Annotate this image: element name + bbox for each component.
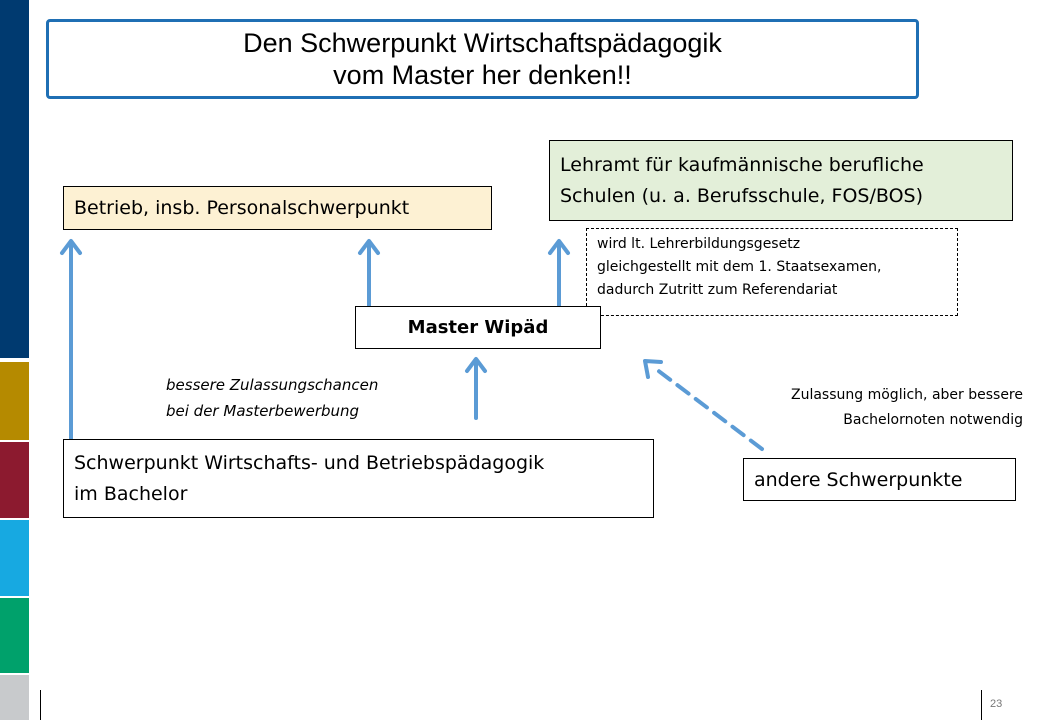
title-line-1: Den Schwerpunkt Wirtschaftspädagogik (243, 28, 722, 58)
node-lehramt-line-2: Schulen (u. a. Berufsschule, FOS/BOS) (560, 184, 924, 207)
note-gleichgestellt-line-3: dadurch Zutritt zum Referendariat (597, 282, 838, 298)
arrow-master-to-betrieb (358, 239, 380, 308)
stripe-green (0, 598, 29, 673)
node-bachelor: Schwerpunkt Wirtschafts- und Betriebspäd… (63, 439, 654, 518)
footer-right-line (981, 690, 982, 720)
note-zulassungschancen-line-1: bessere Zulassungschancen (166, 376, 379, 394)
title-line-2: vom Master her denken!! (333, 60, 632, 90)
note-andere-zulassung: Zulassung möglich, aber bessere Bachelor… (720, 383, 1023, 433)
note-zulassungschancen-line-2: bei der Masterbewerbung (166, 402, 360, 420)
arrow-master-to-lehramt (548, 239, 570, 308)
arrow-bachelor-to-betrieb (60, 239, 82, 442)
note-andere-zulassung-line-1: Zulassung möglich, aber bessere (791, 387, 1023, 403)
note-gleichgestellt: wird lt. Lehrerbildungsgesetz gleichgest… (586, 228, 958, 316)
arrow-bachelor-to-master (465, 357, 487, 420)
note-gleichgestellt-line-1: wird lt. Lehrerbildungsgesetz (597, 236, 801, 252)
stripe-maroon (0, 442, 29, 518)
node-master-label: Master Wipäd (407, 317, 549, 338)
stripe-navy (0, 0, 29, 358)
arrow-andere-to-master (643, 359, 764, 451)
node-betrieb-label: Betrieb, insb. Personalschwerpunkt (74, 197, 410, 219)
node-betrieb: Betrieb, insb. Personalschwerpunkt (63, 186, 492, 230)
footer-left-line (40, 690, 41, 720)
node-bachelor-line-2: im Bachelor (74, 482, 188, 505)
slide-title: Den Schwerpunkt Wirtschaftspädagogik vom… (46, 19, 919, 99)
node-master: Master Wipäd (355, 306, 601, 349)
page-number: 23 (990, 698, 1003, 710)
node-lehramt: Lehramt für kaufmännische berufliche Sch… (549, 140, 1013, 221)
stripe-gold (0, 362, 29, 440)
node-andere-label: andere Schwerpunkte (754, 468, 963, 491)
node-andere: andere Schwerpunkte (743, 458, 1016, 501)
node-bachelor-line-1: Schwerpunkt Wirtschafts- und Betriebspäd… (74, 451, 545, 474)
stripe-grey (0, 675, 29, 720)
stripe-cyan (0, 520, 29, 596)
node-lehramt-line-1: Lehramt für kaufmännische berufliche (560, 153, 924, 176)
note-andere-zulassung-line-2: Bachelornoten notwendig (843, 412, 1023, 428)
note-gleichgestellt-line-2: gleichgestellt mit dem 1. Staatsexamen, (597, 259, 882, 275)
note-zulassungschancen: bessere Zulassungschancen bei der Master… (166, 370, 378, 426)
